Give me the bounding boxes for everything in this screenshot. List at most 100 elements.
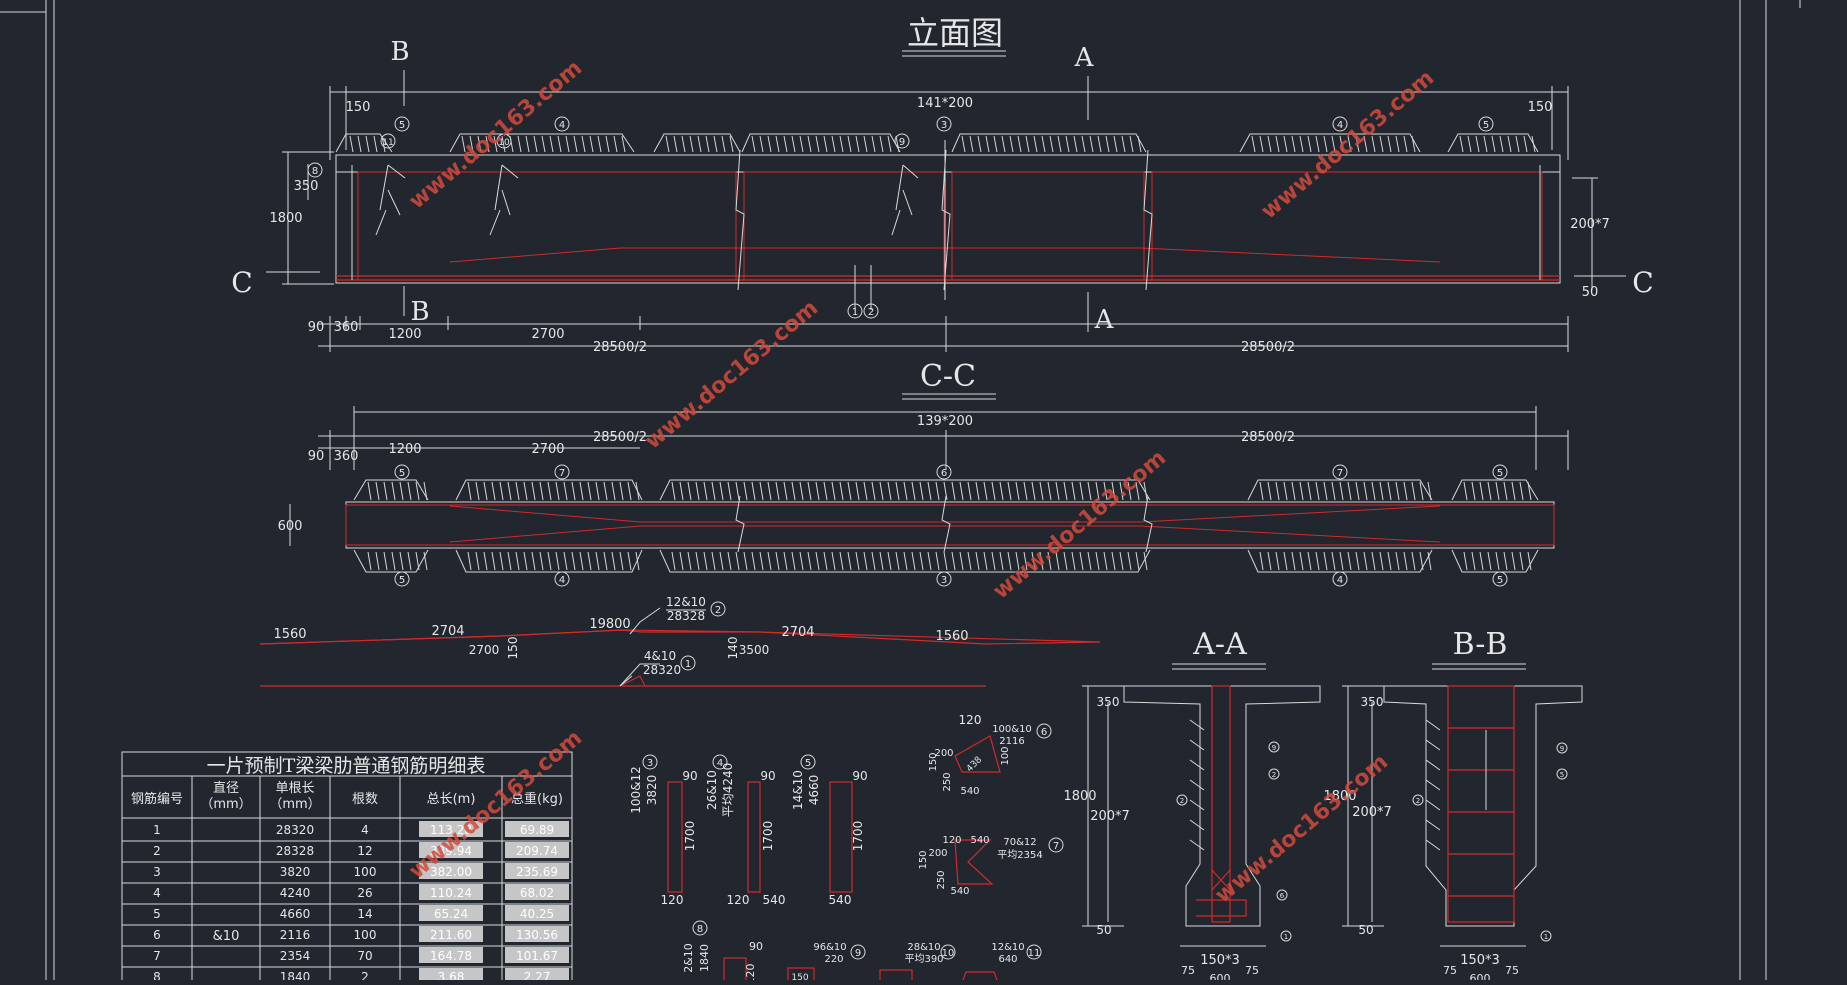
table-header-cell: （mm） (200, 797, 251, 812)
svg-text:75: 75 (1443, 964, 1457, 977)
elevation-view[interactable]: 立面图 141*200 150 150 (231, 14, 1653, 355)
table-cell: 26 (357, 886, 372, 900)
svg-text:1800: 1800 (1063, 789, 1096, 804)
svg-text:2: 2 (715, 605, 721, 616)
svg-text:2116: 2116 (999, 736, 1024, 747)
svg-text:150: 150 (791, 973, 808, 980)
svg-text:540: 540 (829, 893, 852, 907)
svg-text:2704: 2704 (781, 625, 814, 640)
svg-text:200*7: 200*7 (1090, 809, 1130, 824)
svg-text:75: 75 (1245, 964, 1259, 977)
aa-section: A-A 350 1800 200*7 50 150*3 75 75 600 9 … (1063, 627, 1321, 985)
svg-text:150*3: 150*3 (1200, 953, 1240, 968)
svg-text:8: 8 (312, 166, 318, 177)
table-cell-highlight (505, 884, 569, 900)
svg-text:C: C (1632, 266, 1653, 299)
svg-text:150: 150 (506, 637, 520, 660)
svg-text:3: 3 (941, 575, 947, 586)
table-cell: 28320 (276, 823, 314, 837)
svg-text:10: 10 (498, 138, 510, 148)
svg-text:350: 350 (1097, 695, 1120, 709)
svg-text:5: 5 (805, 758, 811, 769)
svg-text:150: 150 (1528, 100, 1553, 115)
table-header-cell: 总长(m) (427, 792, 476, 807)
svg-text:150*3: 150*3 (1460, 953, 1500, 968)
svg-text:B: B (390, 37, 409, 67)
svg-text:28328: 28328 (667, 609, 705, 623)
table-cell-highlight (419, 926, 483, 942)
table-cell-highlight (505, 821, 569, 837)
svg-text:1840: 1840 (698, 944, 711, 972)
svg-text:70&12: 70&12 (1003, 837, 1036, 848)
table-cell-highlight (419, 905, 483, 921)
svg-text:19800: 19800 (589, 617, 630, 632)
rebar-shapes-8-11: 8 2&10 1840 90 120 96&10 220 9 150 28&10… (682, 920, 1042, 985)
table-cell: 4 (361, 823, 369, 837)
table-cell: 28328 (276, 844, 314, 858)
svg-text:90: 90 (308, 449, 325, 464)
svg-text:4: 4 (559, 575, 565, 586)
svg-text:90: 90 (749, 940, 763, 953)
table-cell: 7 (153, 949, 161, 963)
table-cell-highlight (505, 947, 569, 963)
svg-text:1: 1 (1284, 933, 1288, 941)
svg-text:150: 150 (346, 100, 371, 115)
svg-text:4: 4 (1337, 120, 1343, 131)
svg-text:www.doc163.com: www.doc163.com (641, 296, 823, 455)
svg-text:350: 350 (1361, 695, 1384, 709)
svg-text:4: 4 (559, 120, 565, 131)
svg-text:120: 120 (661, 893, 684, 907)
table-cell: 1 (153, 823, 161, 837)
svg-text:120: 120 (744, 964, 757, 981)
table-cell: 164.78 (430, 949, 472, 963)
svg-text:150: 150 (918, 850, 929, 869)
svg-text:7: 7 (1053, 841, 1059, 852)
svg-text:9: 9 (1560, 745, 1564, 753)
svg-text:200: 200 (934, 748, 953, 759)
svg-text:6: 6 (941, 468, 947, 479)
svg-text:1700: 1700 (683, 821, 697, 852)
table-cell-highlight (505, 842, 569, 858)
table-cell: 68.02 (520, 886, 554, 900)
svg-text:11: 11 (1028, 948, 1041, 959)
table-cell: 2.27 (524, 970, 551, 980)
table-cell: 14 (357, 907, 372, 921)
table-cell-highlight (505, 926, 569, 942)
table-cell: 4240 (280, 886, 311, 900)
svg-text:360: 360 (334, 320, 359, 335)
cc-section-view[interactable]: C-C 139*200 28500/2 28500/2 90 360 1200 … (278, 359, 1569, 587)
table-cell: 6 (153, 928, 161, 942)
table-header-cell: 直径 (213, 781, 239, 796)
svg-text:140: 140 (726, 637, 740, 660)
svg-text:9: 9 (855, 948, 861, 959)
svg-text:3500: 3500 (739, 643, 770, 657)
table-cell: 211.60 (430, 928, 472, 942)
table-cell: 5 (153, 907, 161, 921)
rebar-shape-7: 120 540 70&12 平均2354 7 200 150 250 540 (918, 835, 1064, 897)
svg-text:600: 600 (1210, 972, 1231, 980)
svg-text:96&10: 96&10 (813, 942, 846, 953)
svg-text:600: 600 (1470, 972, 1491, 980)
table-cell: 4660 (280, 907, 311, 921)
svg-text:4: 4 (717, 758, 723, 769)
svg-text:90: 90 (760, 769, 775, 783)
svg-text:2&10: 2&10 (682, 943, 695, 973)
table-cell: 2 (361, 970, 369, 980)
svg-text:1560: 1560 (935, 629, 968, 644)
svg-text:2: 2 (1180, 797, 1184, 805)
table-diameter-cell: &10 (213, 929, 240, 944)
cc-title: C-C (920, 359, 976, 394)
table-cell-highlight (419, 842, 483, 858)
table-cell: 235.69 (516, 865, 558, 879)
table-cell: 382.00 (430, 865, 472, 879)
svg-text:1700: 1700 (851, 821, 865, 852)
svg-text:B-B: B-B (1453, 627, 1508, 662)
svg-text:4&10: 4&10 (644, 649, 676, 663)
svg-text:75: 75 (1181, 964, 1195, 977)
svg-text:350: 350 (294, 179, 319, 194)
svg-text:www.doc163.com: www.doc163.com (405, 56, 587, 215)
table-cell: 3820 (280, 865, 311, 879)
svg-text:50: 50 (1358, 923, 1373, 937)
svg-text:1: 1 (1544, 933, 1548, 941)
